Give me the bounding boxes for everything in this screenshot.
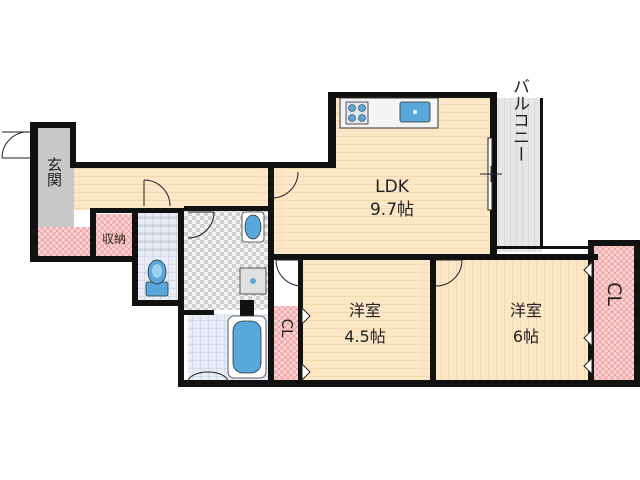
bathtub-icon	[227, 315, 267, 379]
balcony-label: バルコニー	[509, 78, 529, 163]
east-closet	[592, 246, 634, 382]
storage-floor	[94, 214, 134, 256]
ldk-floor-lower	[272, 166, 334, 256]
corridor-floor	[74, 166, 274, 210]
east-room-size: 6帖	[513, 327, 539, 346]
toilet-icon	[145, 259, 169, 297]
walls	[30, 92, 640, 387]
entrance-step-hatch	[38, 227, 90, 257]
west-closet	[272, 306, 302, 382]
east-closet-label: CL	[603, 282, 625, 306]
door-swings	[1, 131, 463, 383]
west-room-floor	[302, 260, 432, 382]
ldk-size: 9.7帖	[370, 200, 414, 220]
closet-doors	[301, 260, 593, 382]
kitchen-counter	[339, 97, 439, 129]
balcony-floor	[496, 98, 542, 252]
balcony-sash	[480, 137, 502, 211]
entrance-label: 玄関	[45, 157, 63, 188]
storage-label: 収納	[102, 232, 126, 246]
washbasin-icon	[241, 211, 265, 243]
ldk-name: LDK	[375, 177, 410, 197]
washer-pan-icon	[239, 267, 267, 295]
east-room-floor	[436, 260, 588, 382]
east-room-name: 洋室	[510, 301, 542, 320]
west-closet-label: CL	[278, 319, 296, 338]
step-lines	[138, 217, 178, 251]
entrance-floor	[38, 127, 74, 227]
west-room-name: 洋室	[349, 301, 381, 320]
west-room-size: 4.5帖	[344, 327, 385, 346]
